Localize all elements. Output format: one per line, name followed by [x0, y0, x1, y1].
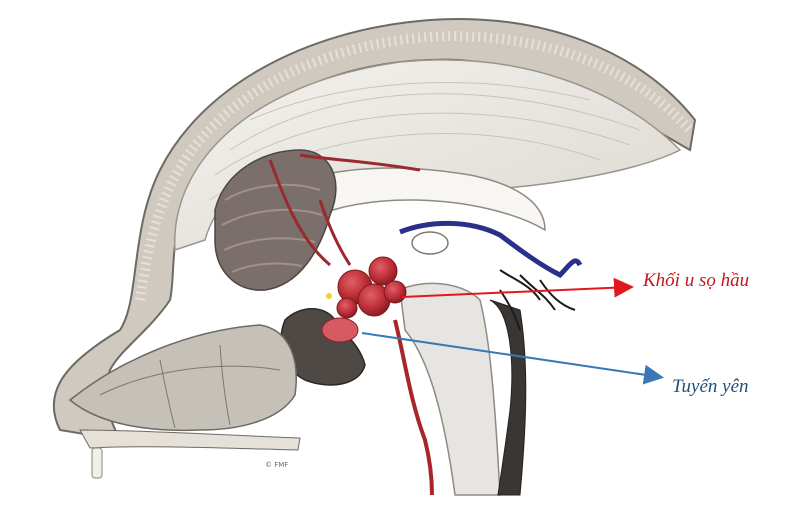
skull-outline [52, 18, 697, 442]
cerebellum [214, 149, 337, 291]
facial-sutures [99, 344, 281, 429]
third-ventricle [411, 231, 449, 255]
craniopharyngioma-tumor [326, 256, 407, 319]
tumor-label: Khối u sọ hầu [643, 270, 750, 291]
palate [79, 429, 301, 451]
cervical-spine [489, 299, 527, 496]
brainstem [399, 282, 501, 496]
pituitary-label: Tuyến yên [672, 376, 749, 397]
tumor-label-arrow [401, 277, 634, 298]
arteries [268, 153, 421, 267]
corpus-callosum [269, 167, 546, 232]
basilar-artery [393, 319, 434, 496]
incisor-tooth [91, 447, 103, 479]
nasal-bones [68, 324, 297, 432]
copyright-mark: © FMF [265, 461, 289, 469]
pituitary-label-arrow [361, 332, 664, 385]
straight-sinus-vein [399, 220, 583, 279]
posterior-roots [499, 269, 576, 331]
pituitary-gland [321, 317, 359, 343]
cerebellum-folia [221, 183, 323, 273]
skull-diploe [135, 30, 694, 301]
